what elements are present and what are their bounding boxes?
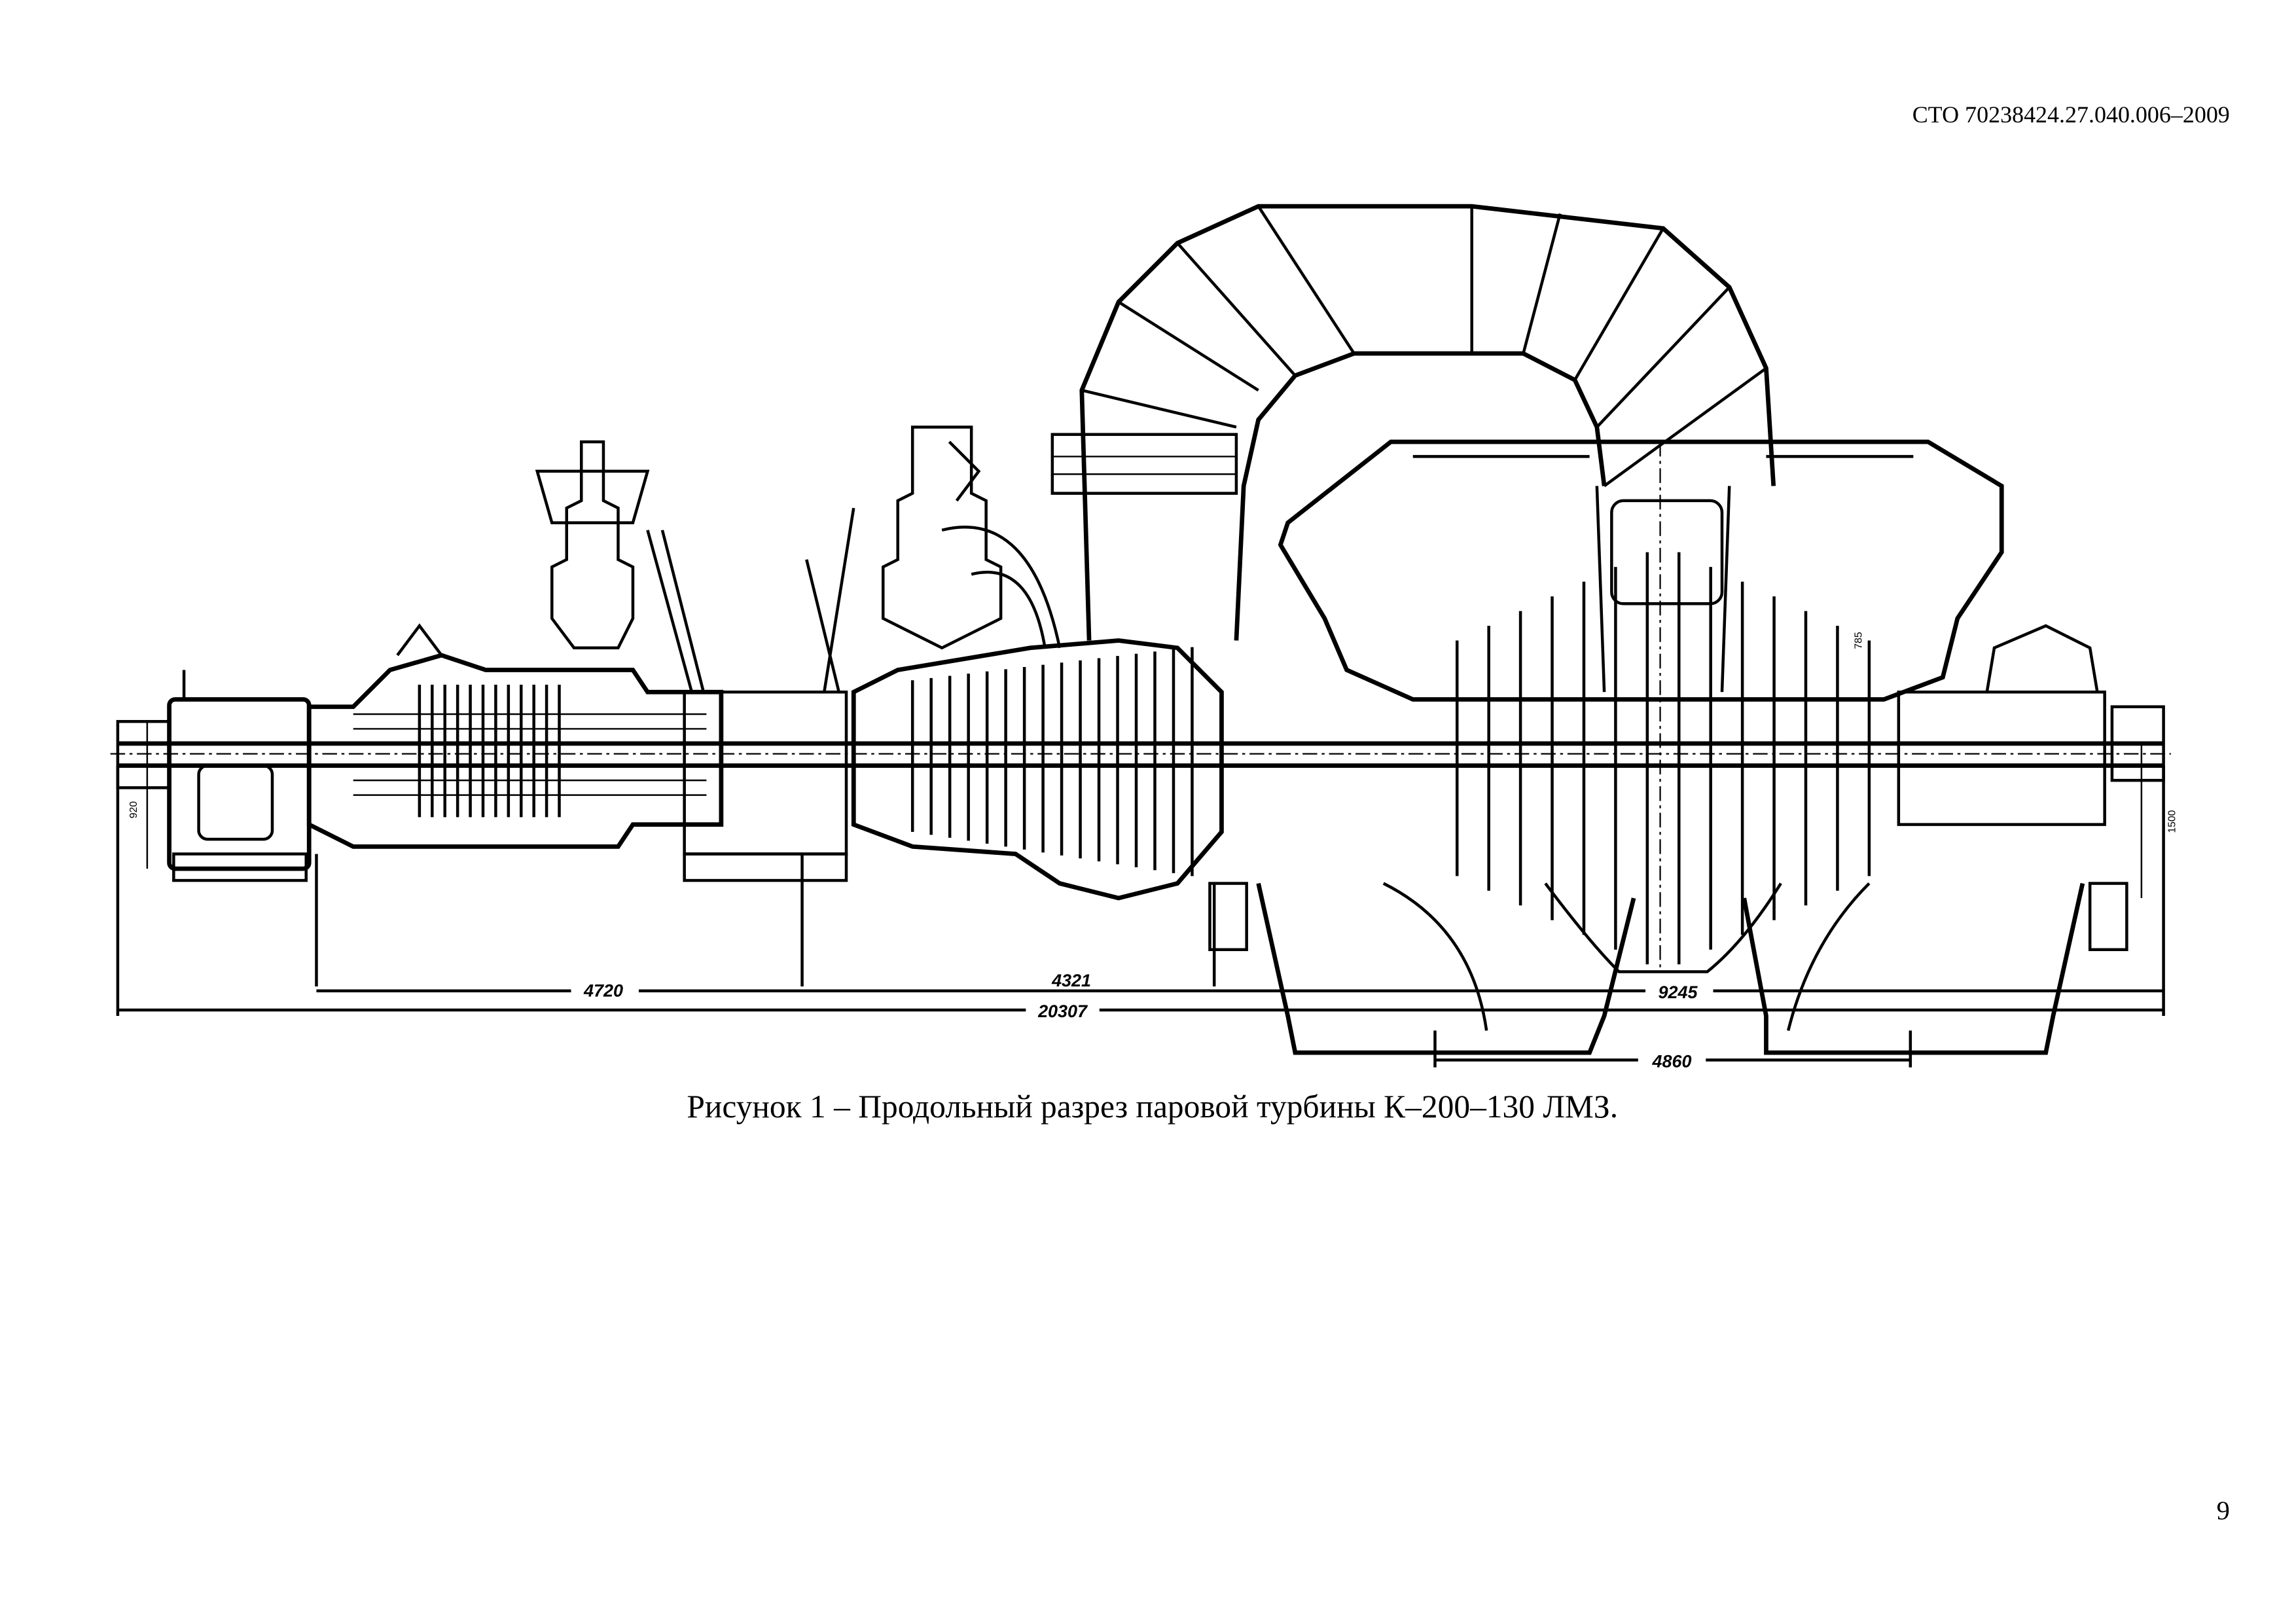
document-code-header: СТО 70238424.27.040.006–2009 bbox=[1912, 101, 2230, 128]
dimension-1500: 1500 bbox=[2167, 810, 2178, 833]
figure-caption: Рисунок 1 – Продольный разрез паровой ту… bbox=[687, 1089, 1618, 1125]
dimension-20307: 20307 bbox=[1037, 1001, 1088, 1021]
dimension-4720: 4720 bbox=[583, 981, 623, 1001]
page-number: 9 bbox=[2217, 1496, 2230, 1525]
dimension-9245: 9245 bbox=[1659, 983, 1698, 1002]
dimension-4860: 4860 bbox=[1652, 1052, 1692, 1072]
dimension-4321: 4321 bbox=[1051, 971, 1091, 990]
turbine-cross-section bbox=[110, 204, 2171, 1068]
dimension-920: 920 bbox=[128, 801, 139, 819]
dimension-785: 785 bbox=[1854, 632, 1865, 649]
